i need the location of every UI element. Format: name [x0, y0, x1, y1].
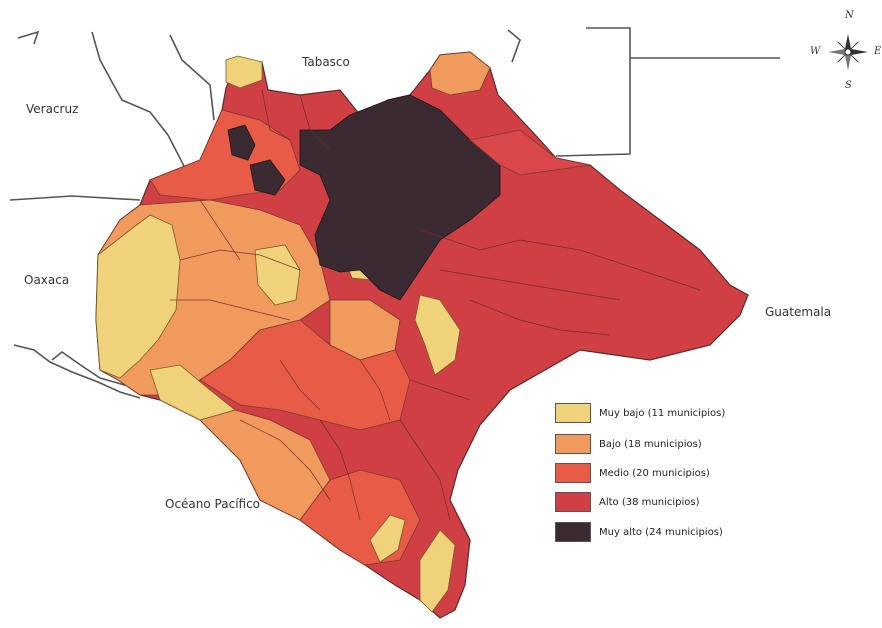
legend-swatch	[555, 522, 591, 542]
legend-item: Bajo (18 municipios)	[555, 433, 702, 455]
legend-swatch	[555, 463, 591, 483]
compass-n: N	[845, 10, 854, 21]
legend-swatch	[555, 434, 591, 454]
legend-item: Muy bajo (11 municipios)	[555, 402, 725, 424]
legend-label: Bajo (18 municipios)	[599, 438, 702, 450]
legend-label: Alto (38 municipios)	[599, 496, 700, 508]
compass-s: S	[845, 80, 852, 91]
legend-swatch	[555, 403, 591, 423]
label-guatemala: Guatemala	[765, 305, 832, 319]
legend-item: Medio (20 municipios)	[555, 462, 710, 484]
municipal-boundaries	[170, 89, 701, 521]
legend-label: Muy alto (24 municipios)	[599, 526, 723, 538]
region-bajo-north	[429, 51, 491, 96]
region-muy-alto	[227, 94, 501, 301]
region-muy-bajo	[95, 55, 461, 613]
compass-w: W	[810, 46, 821, 57]
legend-item: Alto (38 municipios)	[555, 491, 699, 513]
label-oaxaca: Oaxaca	[24, 273, 70, 287]
compass-rose-icon	[828, 34, 868, 70]
compass-e: E	[874, 46, 882, 57]
region-alto-northeast	[469, 129, 591, 176]
label-tabasco: Tabasco	[302, 55, 350, 69]
neighbor-borders	[9, 27, 780, 399]
legend-swatch	[555, 492, 591, 512]
legend-label: Muy bajo (11 municipios)	[599, 407, 726, 419]
label-pacific-ocean: Océano Pacífico	[165, 497, 261, 511]
legend-item: Muy alto (24 municipios)	[555, 521, 723, 543]
legend-label: Medio (20 municipios)	[599, 467, 710, 479]
label-veracruz: Veracruz	[26, 102, 79, 116]
region-medio-center	[199, 319, 411, 431]
